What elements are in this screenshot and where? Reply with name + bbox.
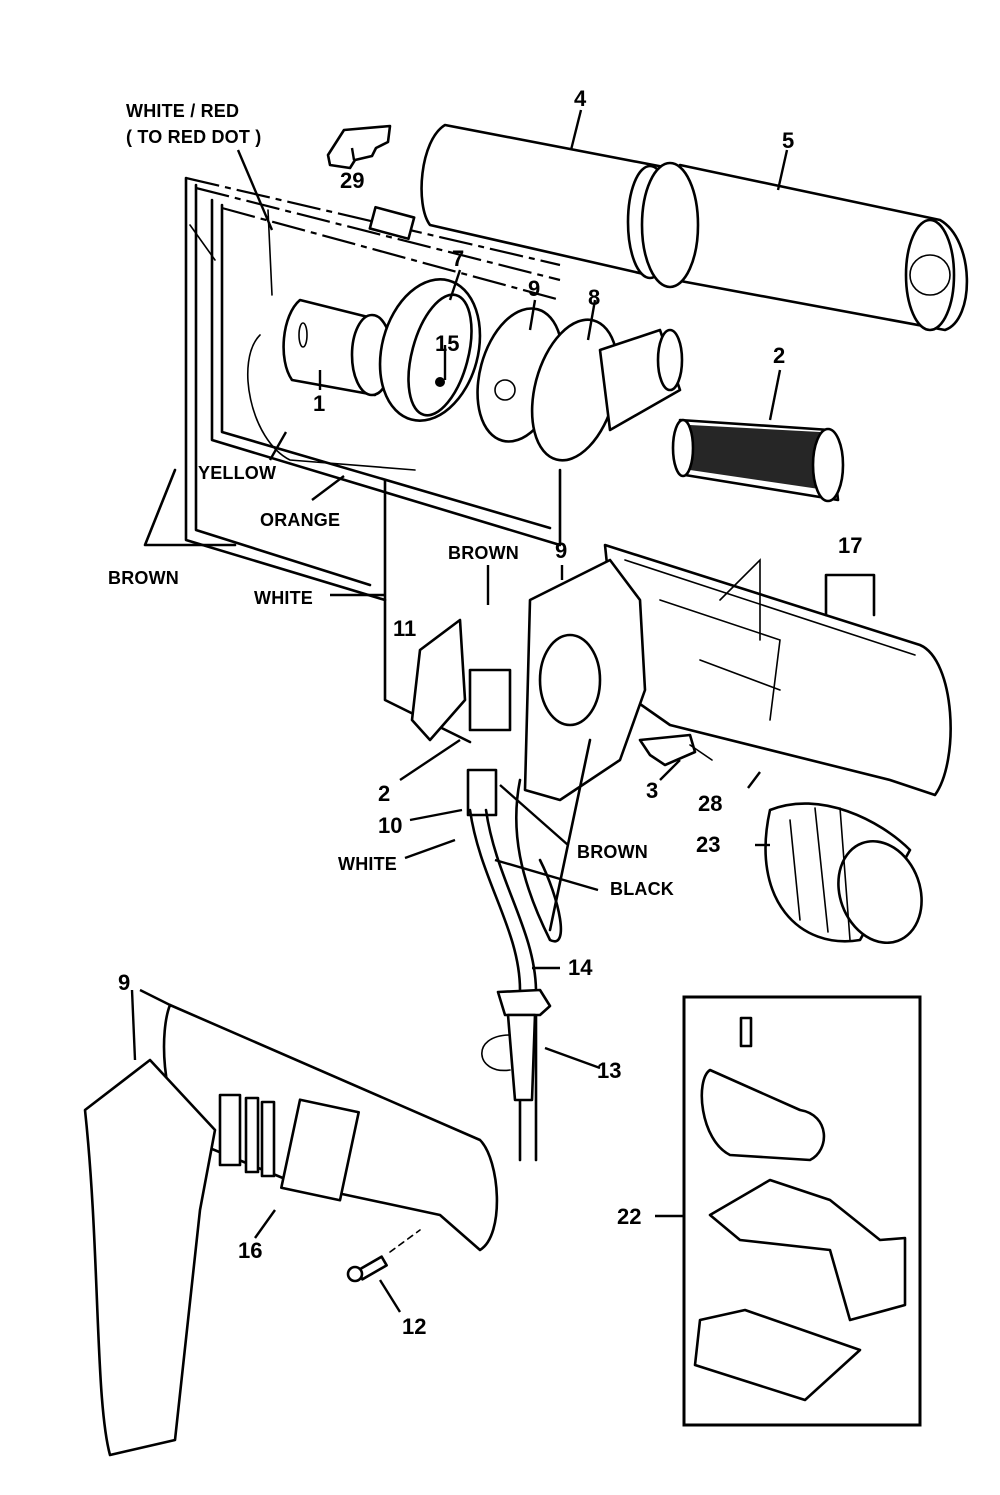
callout-6: 7	[452, 246, 465, 271]
label-white-switch: WHITE	[338, 854, 397, 874]
label-brown-left: BROWN	[108, 568, 179, 588]
callout-3: 3	[646, 778, 659, 803]
housing-lower-part-9	[83, 1003, 499, 1457]
callout-4: 4	[574, 86, 587, 111]
callout-23: 23	[696, 832, 721, 857]
nozzle-kit-part-22	[682, 995, 922, 1427]
housing-part-17	[603, 543, 952, 797]
callout-14: 14	[568, 955, 593, 980]
power-cord-part-14	[468, 808, 538, 1162]
callout-16: 16	[238, 1238, 263, 1263]
cord-clamp-part-10	[466, 768, 498, 817]
callout-13: 13	[597, 1058, 622, 1083]
callout-7: 8	[588, 285, 601, 310]
nameplate-part-16	[279, 1098, 361, 1202]
callout-28: 28	[698, 791, 723, 816]
callout-10: 10	[378, 813, 403, 838]
baffle-part-7	[530, 318, 684, 462]
callout-22: 22	[617, 1204, 642, 1229]
callout-15: 15	[435, 331, 460, 356]
cord-protector-part-13	[481, 988, 552, 1102]
clip-part-29	[326, 124, 392, 170]
end-cap-part-23	[764, 802, 923, 945]
thermostat-part-11	[410, 618, 467, 742]
callout-12: 12	[402, 1314, 427, 1339]
label-to-red-dot: ( TO RED DOT )	[126, 127, 262, 147]
motor-part-1	[282, 298, 394, 397]
wiring-harness	[143, 176, 562, 744]
callout-29: 29	[340, 168, 365, 193]
barrel-sleeve-part-5	[640, 161, 969, 332]
callout-2-element: 2	[773, 343, 786, 368]
label-brown-top: BROWN	[448, 543, 519, 563]
screw-part-12	[346, 1229, 421, 1283]
fan-housing-part-6	[378, 278, 482, 422]
label-white-left: WHITE	[254, 588, 313, 608]
callout-8: 9	[528, 276, 541, 301]
trigger-part-3	[638, 733, 697, 767]
callout-1: 1	[313, 391, 326, 416]
housing-front-part-9	[515, 558, 647, 943]
callout-2-switch: 2	[378, 781, 391, 806]
label-white-red: WHITE / RED	[126, 101, 240, 121]
callout-11: 11	[393, 616, 417, 641]
label-brown-switch: BROWN	[577, 842, 648, 862]
label-orange: ORANGE	[260, 510, 341, 530]
callout-9-lower: 9	[118, 970, 131, 995]
callout-17: 17	[838, 533, 863, 558]
wire-connector	[368, 205, 416, 241]
switch-part-2	[468, 668, 512, 732]
label-yellow: YELLOW	[198, 463, 277, 483]
callout-9-top: 9	[555, 538, 568, 563]
label-black-switch: BLACK	[610, 879, 674, 899]
callout-5: 5	[782, 128, 795, 153]
heating-element-part-2	[671, 418, 845, 503]
leader-lines	[130, 109, 789, 1313]
